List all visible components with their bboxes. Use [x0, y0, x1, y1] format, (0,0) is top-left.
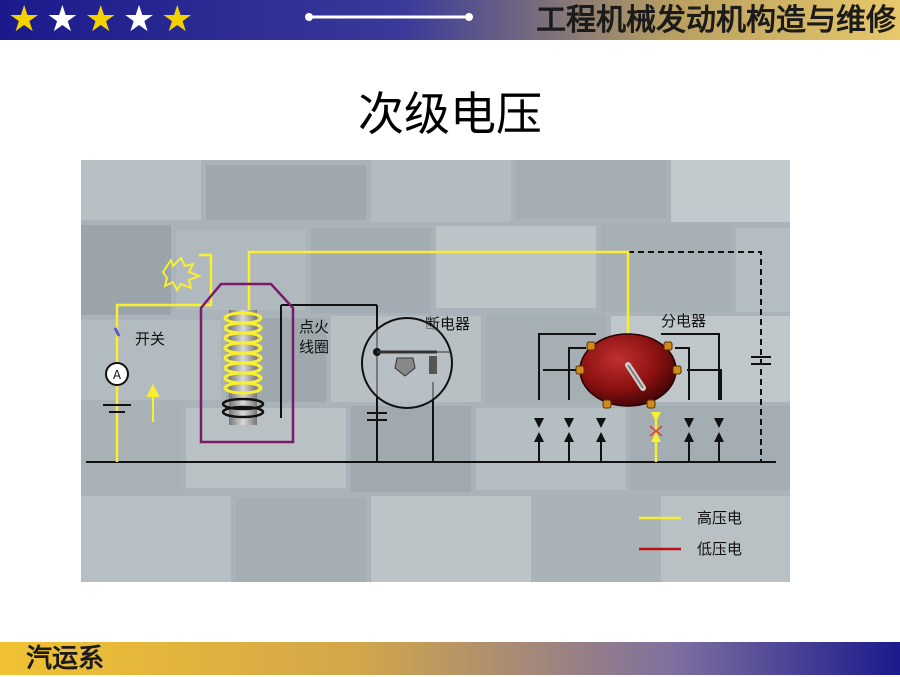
header-bar: ★ ★ ★ ★ ★ 工程机械发动机构造与维修	[0, 0, 900, 40]
rotor-arm	[625, 362, 646, 391]
coil-winding	[223, 311, 263, 395]
footer-bar: 汽运系	[0, 642, 900, 675]
current-arrow-icon	[146, 383, 160, 422]
star-icon: ★	[161, 0, 194, 40]
legend: 高压电 低压电	[639, 509, 742, 558]
ammeter-label: A	[113, 368, 122, 382]
star-icon: ★	[122, 0, 156, 40]
star-icon: ★	[46, 0, 79, 40]
high-voltage-wires	[115, 250, 658, 462]
legend-label-high-voltage: 高压电	[697, 509, 742, 527]
star-rating: ★ ★ ★ ★ ★	[8, 0, 193, 40]
coil-label-line1: 点火	[299, 318, 329, 336]
capacitor-breaker	[367, 412, 387, 421]
capacitor-right	[751, 356, 771, 365]
star-icon: ★	[8, 0, 41, 40]
breaker-contacts	[373, 348, 437, 377]
active-spark-gap	[649, 412, 663, 442]
header-divider-line	[305, 13, 473, 21]
spark-gap-arrows	[534, 418, 724, 442]
page-title: 次级电压	[358, 87, 542, 141]
dashed-wire	[628, 251, 762, 462]
ammeter-icon	[105, 362, 129, 386]
course-title: 工程机械发动机构造与维修	[536, 3, 896, 38]
distributor-terminals	[575, 341, 682, 409]
primary-winding	[221, 397, 265, 419]
star-icon: ★	[84, 0, 117, 40]
legend-label-low-voltage: 低压电	[697, 540, 742, 558]
footer-department: 汽运系	[26, 644, 105, 674]
spark-icon	[161, 256, 202, 292]
switch-label: 开关	[135, 330, 165, 348]
switch-icon	[113, 327, 121, 337]
coil-label-line2: 线圈	[299, 338, 329, 356]
ignition-circuit-diagram: 开关 A 点火 线圈 断电器 分电器	[81, 160, 790, 582]
distributor-label: 分电器	[661, 312, 706, 330]
battery-icon	[103, 404, 131, 413]
ignition-coil-housing	[199, 282, 295, 444]
